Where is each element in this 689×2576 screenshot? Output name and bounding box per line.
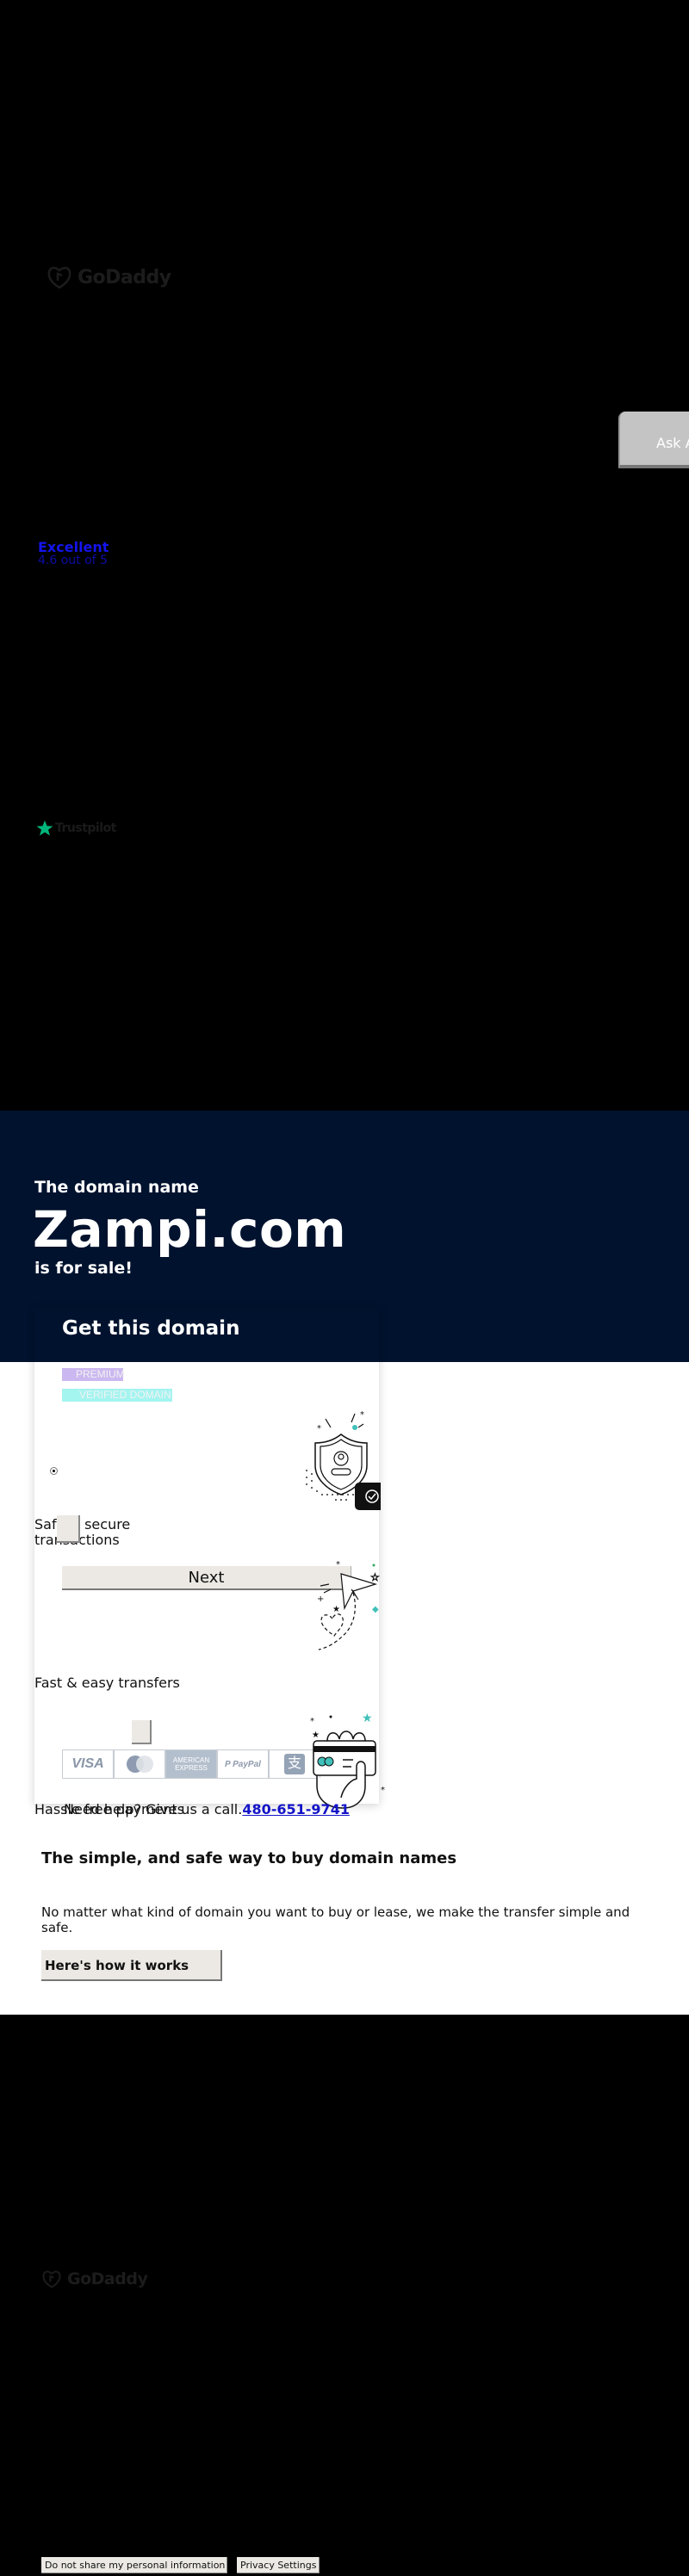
do-not-share-button[interactable]: Do not share my personal information — [41, 2557, 227, 2573]
feature-fast-easy: Fast & easy transfers — [34, 1675, 180, 1691]
trustpilot-rating[interactable]: Excellent 4.6 out of 5 — [38, 539, 109, 567]
trustpilot-star-icon — [36, 820, 53, 836]
alipay-icon: 支 — [269, 1749, 320, 1779]
svg-text:*: * — [310, 1717, 314, 1726]
svg-text:★: ★ — [312, 1731, 320, 1740]
svg-text:+: + — [317, 1595, 324, 1604]
godaddy-logo[interactable]: GoDaddy — [47, 265, 171, 289]
svg-text:★: ★ — [332, 1605, 340, 1614]
svg-text:*: * — [360, 1410, 364, 1420]
paper-plane-icon: * ★ + ☆ ◆ — [317, 1560, 380, 1650]
svg-text:◆: ◆ — [372, 1605, 379, 1614]
godaddy-heart-icon — [47, 266, 71, 289]
svg-text:★: ★ — [362, 1712, 373, 1725]
mastercard-icon — [114, 1749, 165, 1779]
footer-godaddy-logo[interactable]: GoDaddy — [41, 2269, 148, 2288]
hero-post-title: is for sale! — [34, 1259, 133, 1278]
svg-text:*: * — [381, 1786, 385, 1795]
trustpilot-logo[interactable]: Trustpilot — [36, 820, 116, 837]
rating-label: Excellent — [38, 539, 109, 555]
card-header: Get this domain — [34, 1309, 379, 1362]
svg-text:☆: ☆ — [370, 1571, 380, 1583]
hand-card-icon: * ★ ★ * — [310, 1712, 385, 1809]
feature-radio-1[interactable] — [50, 1467, 58, 1475]
feature-toggle-1[interactable] — [57, 1515, 80, 1543]
next-button[interactable]: Next — [62, 1566, 351, 1590]
svg-text:*: * — [317, 1424, 321, 1434]
hero-pre-title: The domain name — [34, 1178, 199, 1197]
visa-icon: VISA — [62, 1749, 114, 1779]
verified-domain-badge: VERIFIED DOMAIN — [62, 1389, 172, 1402]
svg-text:*: * — [336, 1560, 340, 1570]
shield-user-icon: ** — [306, 1410, 381, 1510]
purchase-card: Get this domain PREMIUM VERIFIED DOMAIN … — [34, 1309, 385, 1809]
feature-toggle-2[interactable] — [132, 1720, 152, 1744]
domain-name: Zampi.com — [33, 1200, 347, 1259]
card-title: Get this domain — [62, 1317, 240, 1340]
paypal-icon: P PayPal — [217, 1749, 269, 1779]
info-body: No matter what kind of domain you want t… — [41, 1904, 630, 1935]
how-it-works-button[interactable]: Here's how it works — [41, 1950, 222, 1981]
premium-badge: PREMIUM — [62, 1368, 125, 1381]
rating-score: 4.6 out of 5 — [38, 554, 108, 567]
logo-text: GoDaddy — [78, 266, 171, 288]
godaddy-heart-icon — [42, 2270, 61, 2288]
feature-hassle-free: Hassle free payments — [34, 1801, 185, 1817]
ask-button[interactable]: Ask A — [618, 412, 689, 468]
help-line: Need help? Give us a call.480-651-9741 — [64, 1801, 350, 1817]
info-heading: The simple, and safe way to buy domain n… — [41, 1849, 457, 1867]
phone-link[interactable]: 480-651-9741 — [242, 1801, 350, 1817]
feature-safe-secure: Safe & secure transactions — [34, 1516, 131, 1548]
privacy-settings-button[interactable]: Privacy Settings — [237, 2557, 320, 2573]
